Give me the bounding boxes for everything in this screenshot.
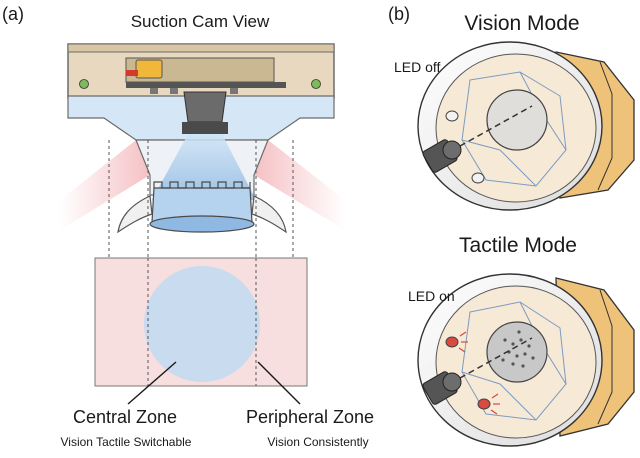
vision-mode-title: Vision Mode	[464, 12, 579, 35]
tactile-mode-title: Tactile Mode	[459, 234, 577, 257]
suction-lip-right	[251, 195, 287, 234]
tactile-mode-gripper	[417, 273, 635, 447]
panel-b-tag: (b)	[388, 4, 410, 24]
projection-lines	[108, 140, 294, 280]
central-zone-sublabel: Vision Tactile Switchable	[61, 435, 192, 449]
peripheral-glow-right	[254, 140, 345, 230]
suction-cam-title: Suction Cam View	[131, 12, 270, 31]
tactile-ring	[149, 181, 255, 233]
central-zone-label: Central Zone	[73, 407, 177, 427]
vision-mode-gripper	[417, 41, 635, 211]
peripheral-zone-label: Peripheral Zone	[246, 407, 374, 427]
suction-lip-left	[117, 195, 153, 234]
central-zone-pointer	[127, 361, 177, 405]
led-off-label: LED off	[394, 59, 441, 75]
peripheral-glow-left	[60, 140, 150, 230]
peripheral-zone-pointer	[257, 361, 301, 405]
suction-cam-housing	[67, 43, 335, 141]
led-on-label: LED on	[408, 288, 455, 304]
central-zone-area	[144, 266, 260, 382]
panel-a-tag: (a)	[2, 4, 24, 24]
peripheral-zone-sublabel: Vision Consistently	[267, 435, 368, 449]
